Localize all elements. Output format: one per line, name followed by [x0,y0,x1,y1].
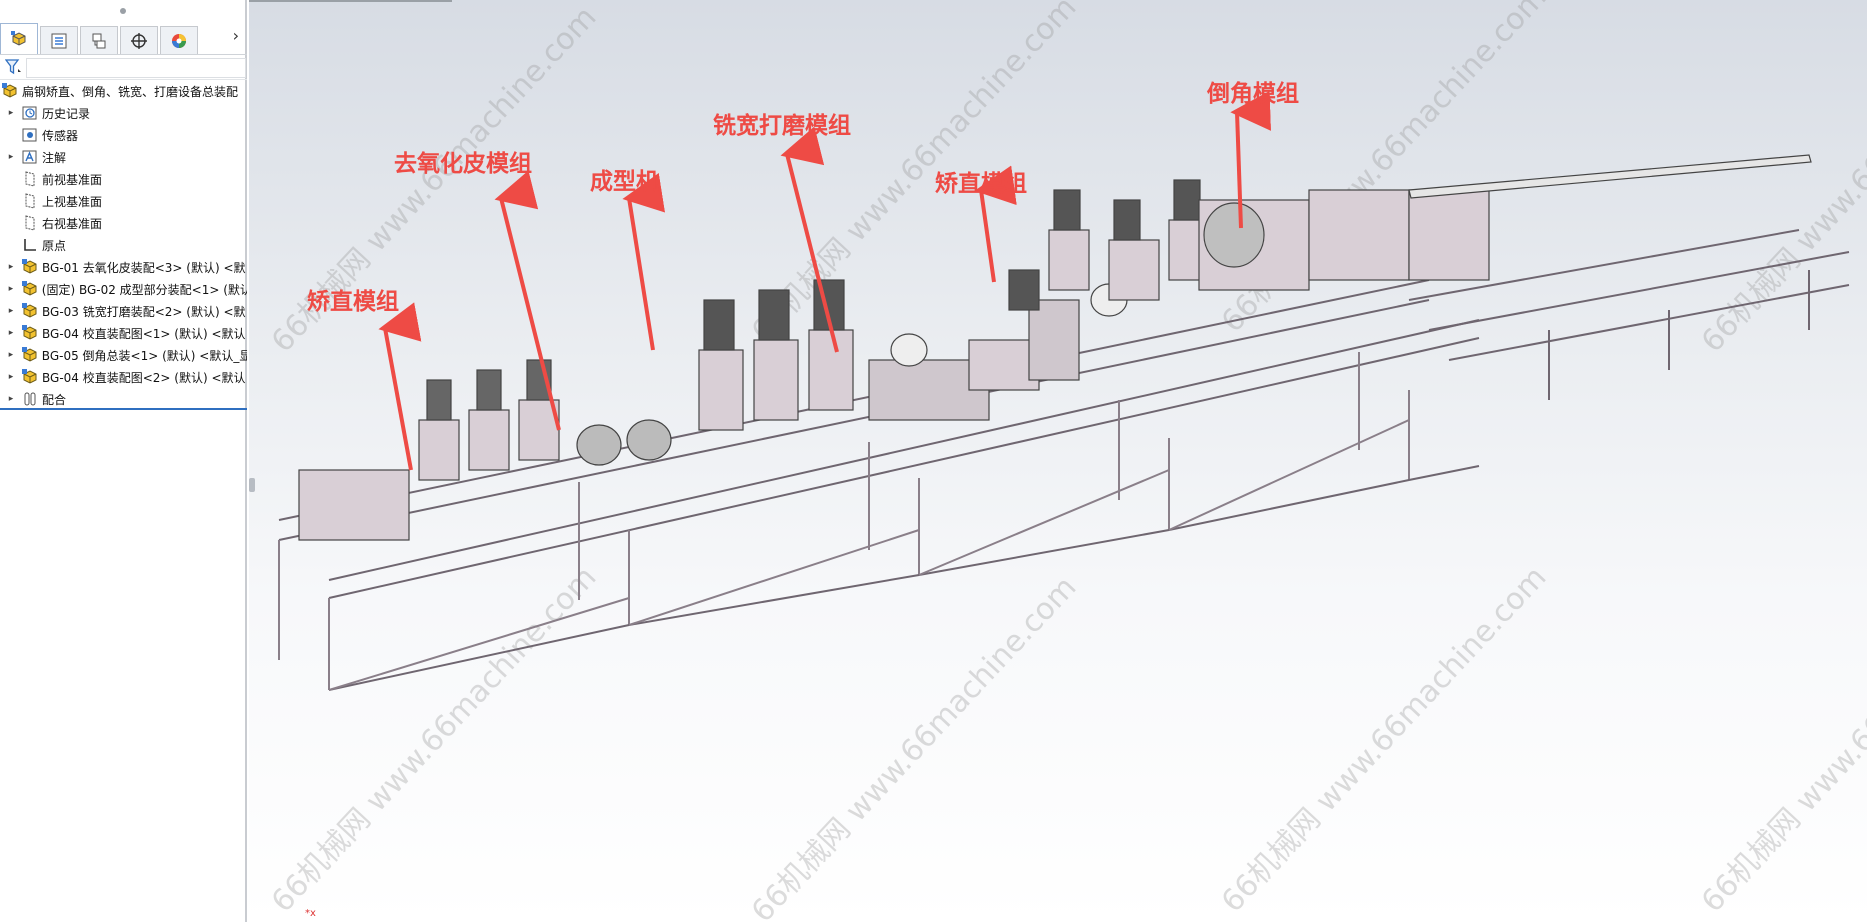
tree-item-label: 注解 [42,150,67,165]
tree-item[interactable]: ▸ BG-03 铣宽打磨装配<2> (默认) <默 [0,300,247,322]
assembly-icon [22,303,38,319]
tree-item-label: 历史记录 [42,106,91,121]
tree-item[interactable]: ▸ 注解 [0,146,247,168]
annotation-icon [22,149,38,165]
tabs-more-arrow-icon[interactable]: › [232,26,239,45]
annotation-straightening-right: 矫直模组 [935,171,1027,197]
expand-arrow-icon[interactable]: ▸ [8,306,14,316]
tab-property-manager[interactable] [40,26,78,54]
panel-collapse-handle[interactable] [249,478,255,492]
tree-item[interactable]: ▸ BG-01 去氧化皮装配<3> (默认) <默 [0,256,247,278]
panel-grip[interactable] [120,8,126,14]
annotation-straightening-left: 矫直模组 [307,289,399,315]
tree-item[interactable]: ▸ (固定) BG-02 成型部分装配<1> (默认 [0,278,247,300]
machine-modules [298,154,1812,541]
tree-item[interactable]: ▸ BG-04 校直装配图<2> (默认) <默认 [0,366,247,388]
assembly-icon [21,281,38,297]
origin-triad-icon: *x [305,908,316,919]
expand-arrow-icon[interactable]: ▸ [8,108,14,118]
configuration-manager-icon [92,33,106,48]
display-manager-icon [172,33,186,48]
assembly-icon [21,347,38,363]
assembly-icon [22,369,38,385]
tree-item-label: 右视基准面 [42,216,103,231]
tree-root-label: 扁钢矫直、倒角、铣宽、打磨设备总装配 [22,84,239,99]
dimxpert-icon [131,32,147,49]
expand-arrow-icon[interactable]: ▸ [8,328,14,338]
tree-item[interactable]: 右视基准面 [0,212,247,234]
annotation-chamfer: 倒角模组 [1207,81,1299,107]
tree-item[interactable]: 传感器 [0,124,247,146]
feature-manager-icon [11,31,26,46]
tree-item-label: (固定) BG-02 成型部分装配<1> (默认 [41,282,247,297]
annotation-forming: 成型机 [590,169,659,195]
tree-filter-input[interactable] [26,58,246,78]
tree-end-marker [0,408,247,410]
origin-icon [22,237,38,253]
panel-tabs [0,22,247,54]
tab-display-manager[interactable] [160,26,198,54]
sensor-icon [22,127,38,143]
tree-item-label: BG-03 铣宽打磨装配<2> (默认) <默 [42,304,246,319]
tree-item[interactable]: ▸ 历史记录 [0,102,247,124]
tree-root-assembly[interactable]: 扁钢矫直、倒角、铣宽、打磨设备总装配 [0,80,247,102]
feature-manager-panel: › 扁钢矫直、倒角、铣宽、打磨设备总装配 ▸ 历史记录传感器 ▸ 注解前视基准面上视基… [0,0,247,922]
tree-item-label: BG-04 校直装配图<1> (默认) <默认 [42,326,246,341]
tab-configuration-manager[interactable] [80,26,118,54]
assembly-icon [22,259,38,275]
expand-arrow-icon[interactable]: ▸ [8,350,14,360]
frame-truss [278,229,1850,691]
tree-item-label: BG-01 去氧化皮装配<3> (默认) <默 [42,260,246,275]
heads-up-toolbar-edge [249,0,452,2]
tree-item-label: 上视基准面 [42,194,103,209]
tree-item-label: BG-04 校直装配图<2> (默认) <默认 [42,370,246,385]
annotation-milling: 铣宽打磨模组 [713,113,851,139]
assembly-3d-model[interactable] [249,0,1867,922]
expand-arrow-icon[interactable]: ▸ [8,152,14,162]
annotation-descaling: 去氧化皮模组 [394,151,532,177]
feature-tree: 扁钢矫直、倒角、铣宽、打磨设备总装配 ▸ 历史记录传感器 ▸ 注解前视基准面上视基准面… [0,80,247,410]
assembly-icon [2,83,18,99]
tree-filter-row [0,54,247,80]
history-icon [22,105,38,121]
annotation-arrows [378,90,1272,471]
mates-icon [22,391,38,407]
tab-dimxpert-manager[interactable] [120,26,158,54]
tree-item[interactable]: 前视基准面 [0,168,247,190]
tree-item[interactable]: ▸ 配合 [0,388,247,410]
expand-arrow-icon[interactable]: ▸ [8,262,14,272]
filter-icon[interactable] [5,59,23,75]
tree-item-label: BG-05 倒角总装<1> (默认) <默认_显 [41,348,247,363]
tree-item-label: 配合 [42,392,67,407]
expand-arrow-icon[interactable]: ▸ [8,284,14,294]
tree-item-label: 传感器 [42,128,79,143]
property-manager-icon [51,33,67,48]
graphics-viewport[interactable]: 66机械网 www.66machine.com 66机械网 www.66mach… [249,0,1867,922]
expand-arrow-icon[interactable]: ▸ [8,372,14,382]
plane-icon [22,171,38,187]
tree-item[interactable]: 原点 [0,234,247,256]
expand-arrow-icon[interactable]: ▸ [8,394,14,404]
tree-item[interactable]: 上视基准面 [0,190,247,212]
plane-icon [22,193,38,209]
tab-feature-manager[interactable] [0,23,38,54]
plane-icon [22,215,38,231]
assembly-icon [22,325,38,341]
tree-item[interactable]: ▸ BG-04 校直装配图<1> (默认) <默认 [0,322,247,344]
tree-item-label: 前视基准面 [42,172,103,187]
tree-item[interactable]: ▸ BG-05 倒角总装<1> (默认) <默认_显 [0,344,247,366]
tree-item-label: 原点 [42,238,67,253]
